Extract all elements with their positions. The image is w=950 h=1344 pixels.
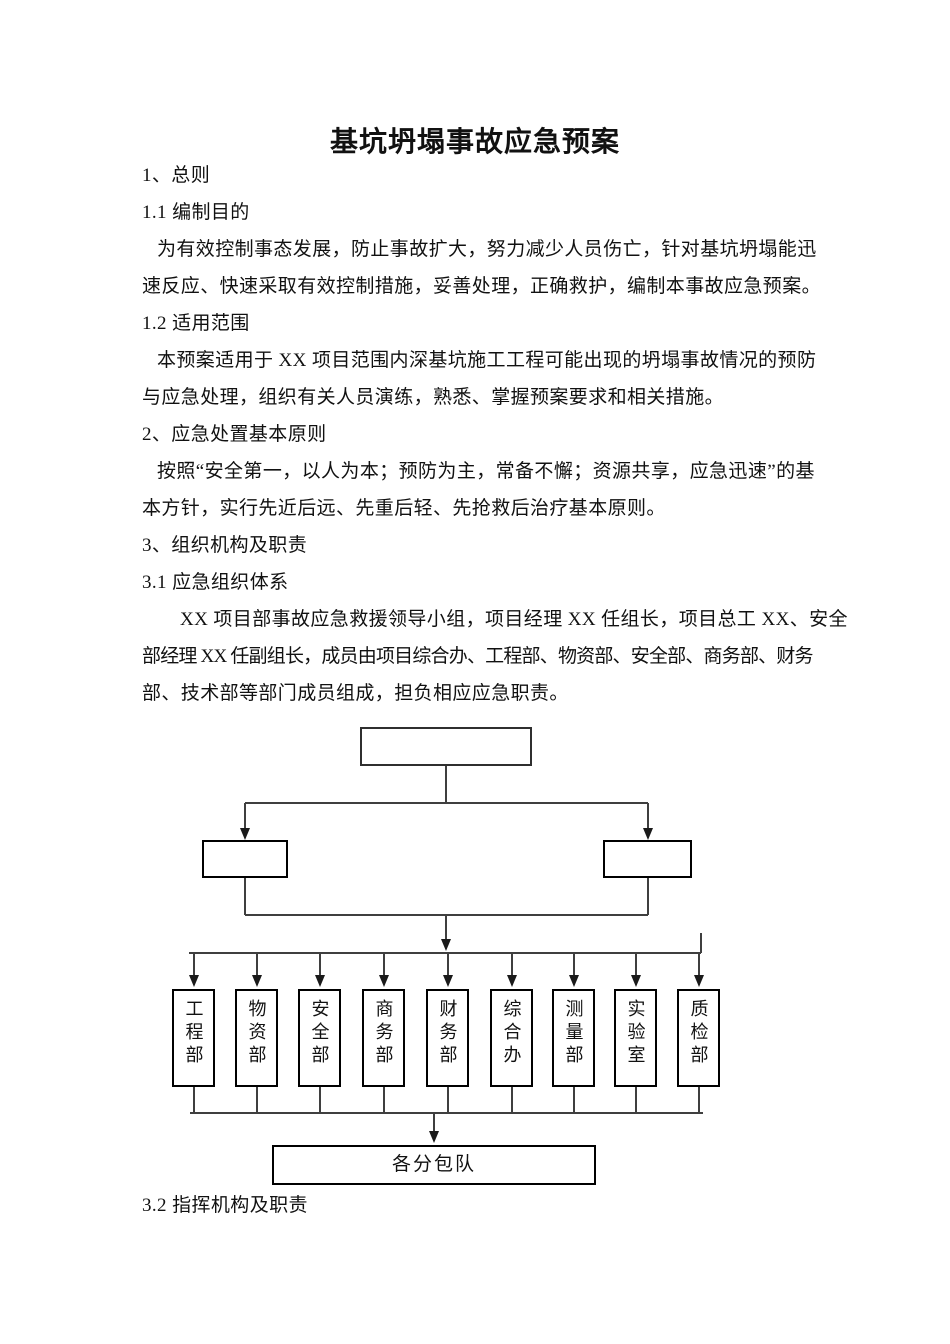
paragraph-line: 本方针，实行先近后远、先重后轻、先抢救后治疗基本原则。 (142, 498, 666, 519)
org-dept-box-safety: 安全部 (298, 989, 341, 1087)
paragraph-line: 速反应、快速采取有效控制措施，妥善处理，正确救护，编制本事故应急预案。 (142, 276, 822, 297)
paragraph-line: 本预案适用于 XX 项目范围内深基坑施工工程可能出现的坍塌事故情况的预防 (157, 350, 817, 371)
org-right-box (603, 840, 692, 878)
org-dept-box-finance: 财务部 (426, 989, 469, 1087)
dept-label: 质检部 (688, 999, 709, 1068)
heading-1-2-scope: 1.2 适用范围 (142, 313, 250, 334)
dept-label: 物资部 (246, 999, 267, 1068)
dept-label: 工程部 (183, 999, 204, 1068)
paragraph-line: 部经理 XX 任副组长，成员由项目综合办、工程部、物资部、安全部、商务部、财务 (142, 646, 814, 667)
dept-label: 实验室 (625, 999, 646, 1068)
org-top-box (360, 727, 532, 766)
heading-2-principles: 2、应急处置基本原则 (142, 424, 327, 445)
document-title-text: 基坑坍塌事故应急预案 (329, 127, 620, 158)
paragraph-line: 与应急处理，组织有关人员演练，熟悉、掌握预案要求和相关措施。 (142, 387, 725, 408)
dept-label: 财务部 (437, 999, 458, 1068)
dept-label: 综合办 (501, 999, 522, 1068)
org-dept-box-materials: 物资部 (235, 989, 278, 1087)
heading-1-1-purpose: 1.1 编制目的 (142, 202, 250, 223)
org-dept-box-commerce: 商务部 (362, 989, 405, 1087)
org-dept-box-general-office: 综合办 (490, 989, 533, 1087)
heading-3-2-command: 3.2 指挥机构及职责 (142, 1195, 308, 1216)
org-left-box (202, 840, 288, 878)
arrowheads (189, 828, 704, 1143)
paragraph-line: 部、技术部等部门成员组成，担负相应应急职责。 (142, 683, 569, 704)
dept-label: 测量部 (563, 999, 584, 1068)
paragraph-line: 为有效控制事态发展，防止事故扩大，努力减少人员伤亡，针对基坑坍塌能迅 (157, 239, 817, 260)
org-dept-box-survey: 测量部 (552, 989, 595, 1087)
org-dept-box-engineering: 工程部 (172, 989, 215, 1087)
org-subcontractor-box: 各分包队 (272, 1145, 596, 1185)
org-dept-box-laboratory: 实验室 (614, 989, 657, 1087)
paragraph-line: XX 项目部事故应急救援领导小组，项目经理 XX 任组长，项目总工 XX、安全 (180, 609, 848, 630)
heading-1-general: 1、总则 (142, 165, 211, 186)
org-dept-box-quality: 质检部 (677, 989, 720, 1087)
dept-label: 商务部 (373, 999, 394, 1068)
dept-label: 安全部 (309, 999, 330, 1068)
org-chart-connector-lines (189, 766, 704, 1143)
document-title: 基坑坍塌事故应急预案 (0, 122, 950, 164)
paragraph-line: 按照“安全第一，以人为本；预防为主，常备不懈；资源共享，应急迅速”的基 (157, 461, 815, 482)
heading-3-organization: 3、组织机构及职责 (142, 535, 308, 556)
heading-3-1-system: 3.1 应急组织体系 (142, 572, 289, 593)
